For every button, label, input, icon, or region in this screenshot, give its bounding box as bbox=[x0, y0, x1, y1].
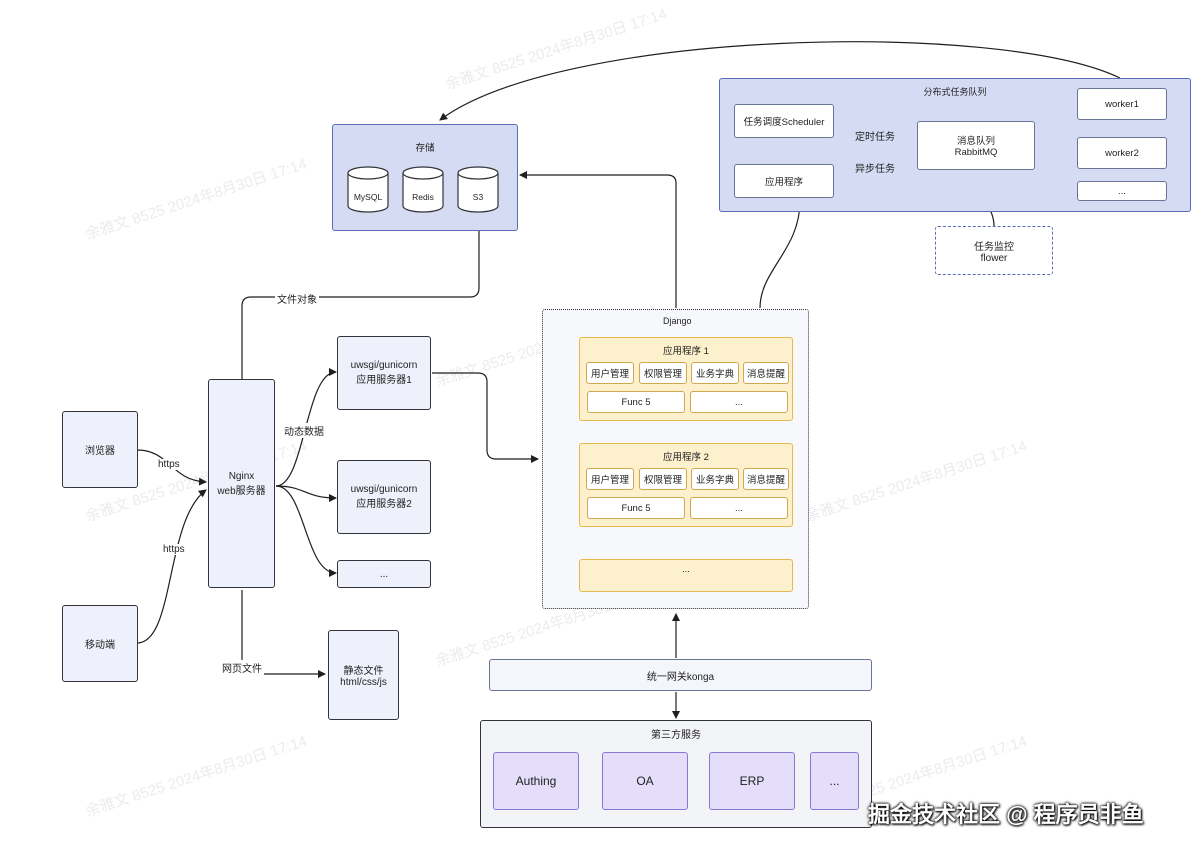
static-files-line1: 静态文件 bbox=[343, 666, 384, 677]
edge-label-async-task: 异步任务 bbox=[855, 164, 895, 175]
task-app-node[interactable]: 应用程序 bbox=[734, 164, 834, 198]
edge-nginx-app3 bbox=[275, 485, 337, 577]
app1-func-more[interactable]: ... bbox=[690, 391, 788, 413]
worker2-node[interactable]: worker2 bbox=[1077, 137, 1167, 169]
app-server-2-line2: 应用服务器2 bbox=[356, 499, 412, 510]
edge-queue-storage bbox=[439, 41, 1121, 121]
nginx-line2: web服务器 bbox=[217, 485, 266, 497]
nginx-line1: Nginx bbox=[228, 470, 255, 482]
redis-db[interactable]: Redis bbox=[412, 192, 434, 202]
app-server-more[interactable]: ... bbox=[337, 560, 431, 588]
erp-service[interactable]: ERP bbox=[709, 752, 795, 810]
django-app-more[interactable]: ... bbox=[579, 559, 793, 592]
s3-storage[interactable]: S3 bbox=[472, 192, 484, 202]
edge-label-file-object: 文件对象 bbox=[275, 291, 319, 306]
browser-node[interactable]: 浏览器 bbox=[62, 411, 138, 488]
app2-module-permission[interactable]: 权限管理 bbox=[639, 468, 687, 490]
app-server-more-label: ... bbox=[379, 568, 389, 580]
oa-service[interactable]: OA bbox=[602, 752, 688, 810]
app2-module-user[interactable]: 用户管理 bbox=[586, 468, 634, 490]
app1-module-permission[interactable]: 权限管理 bbox=[639, 362, 687, 384]
app1-module-notification[interactable]: 消息提醒 bbox=[743, 362, 789, 384]
django-app-1-title: 应用程序 1 bbox=[663, 346, 709, 357]
app2-func-more[interactable]: ... bbox=[690, 497, 788, 519]
browser-label: 浏览器 bbox=[85, 446, 115, 457]
third-party-title: 第三方服务 bbox=[651, 730, 701, 741]
app1-module-dictionary[interactable]: 业务字典 bbox=[691, 362, 739, 384]
mq-line2: RabbitMQ bbox=[954, 147, 998, 158]
task-queue-title: 分布式任务队列 bbox=[923, 87, 987, 97]
app1-func5[interactable]: Func 5 bbox=[587, 391, 685, 413]
edge-label-https-top: https bbox=[156, 459, 182, 470]
worker-more-node[interactable]: ... bbox=[1077, 181, 1167, 201]
edge-label-web-files: 网页文件 bbox=[220, 660, 264, 675]
app-server-1[interactable]: uwsgi/gunicorn 应用服务器1 bbox=[337, 336, 431, 410]
gateway-node[interactable]: 统一网关konga bbox=[489, 659, 872, 691]
storage-title: 存储 bbox=[415, 143, 435, 154]
storage-group[interactable]: 存储 bbox=[332, 124, 518, 231]
app2-module-notification[interactable]: 消息提醒 bbox=[743, 468, 789, 490]
footer-watermark: 掘金技术社区 @ 程序员非鱼 bbox=[868, 802, 1144, 827]
third-party-more[interactable]: ... bbox=[810, 752, 859, 810]
worker1-node[interactable]: worker1 bbox=[1077, 88, 1167, 120]
app-server-2[interactable]: uwsgi/gunicorn 应用服务器2 bbox=[337, 460, 431, 534]
edge-django-taskapp bbox=[759, 200, 804, 309]
app-server-1-line1: uwsgi/gunicorn bbox=[350, 360, 418, 371]
mobile-label: 移动端 bbox=[85, 640, 115, 651]
django-app-more-label: ... bbox=[682, 564, 690, 575]
static-files-line2: html/css/js bbox=[340, 677, 387, 688]
mq-line1: 消息队列 bbox=[956, 136, 995, 147]
flower-monitor-node[interactable]: 任务监控 flower bbox=[935, 226, 1053, 275]
edge-nginx-app2 bbox=[275, 485, 337, 502]
app-server-1-line2: 应用服务器1 bbox=[356, 375, 412, 386]
mq-node[interactable]: 消息队列 RabbitMQ bbox=[917, 121, 1035, 170]
mobile-node[interactable]: 移动端 bbox=[62, 605, 138, 682]
authing-service[interactable]: Authing bbox=[493, 752, 579, 810]
scheduler-node[interactable]: 任务调度Scheduler bbox=[734, 104, 834, 138]
app2-module-dictionary[interactable]: 业务字典 bbox=[691, 468, 739, 490]
django-title: Django bbox=[663, 316, 692, 326]
edge-label-https-bottom: https bbox=[161, 544, 187, 555]
monitor-line1: 任务监控 bbox=[974, 241, 1014, 253]
monitor-line2: flower bbox=[980, 252, 1008, 264]
app2-func5[interactable]: Func 5 bbox=[587, 497, 685, 519]
app1-module-user[interactable]: 用户管理 bbox=[586, 362, 634, 384]
app-server-2-line1: uwsgi/gunicorn bbox=[350, 484, 418, 495]
edge-nginx-storage bbox=[241, 217, 483, 379]
django-app-2-title: 应用程序 2 bbox=[663, 452, 709, 463]
mysql-db[interactable]: MySQL bbox=[353, 192, 383, 202]
edge-mobile-nginx bbox=[136, 489, 207, 644]
edge-label-dynamic-data: 动态数据 bbox=[282, 423, 326, 438]
edge-label-scheduled-task: 定时任务 bbox=[855, 132, 895, 143]
nginx-node[interactable]: Nginx web服务器 bbox=[208, 379, 275, 588]
edge-django-storage bbox=[519, 171, 677, 308]
static-files-node[interactable]: 静态文件 html/css/js bbox=[328, 630, 399, 720]
edge-app1-django bbox=[432, 372, 539, 463]
